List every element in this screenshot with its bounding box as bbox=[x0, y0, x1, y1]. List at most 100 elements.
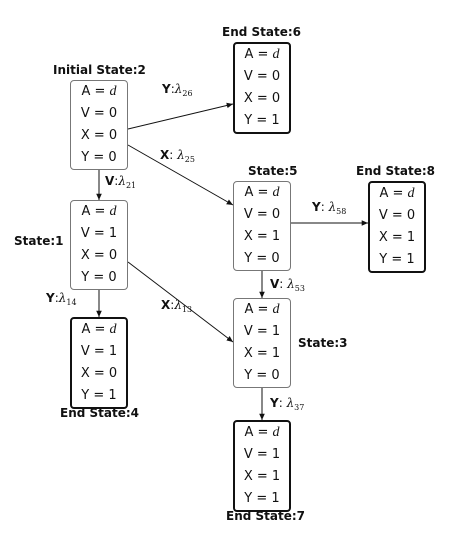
equals-sign: = bbox=[252, 113, 272, 128]
variable-value: 1 bbox=[271, 447, 281, 462]
state-variable-row: Y = 0 bbox=[234, 248, 290, 270]
variable-value: 0 bbox=[406, 208, 416, 223]
state-title-s8: End State:8 bbox=[356, 164, 436, 178]
equals-sign: = bbox=[252, 229, 272, 244]
variable-value: d bbox=[109, 84, 117, 99]
state-variable-row: Y = 1 bbox=[235, 110, 289, 132]
edge-label-s1-s4: Y:λ14 bbox=[46, 291, 77, 307]
variable-value: d bbox=[109, 204, 117, 219]
variable-name: X bbox=[243, 469, 253, 484]
variable-name: X bbox=[243, 229, 253, 244]
state-variable-row: X = 1 bbox=[235, 466, 289, 488]
edge-rate-subscript: 21 bbox=[125, 181, 137, 190]
variable-name: Y bbox=[81, 270, 90, 285]
equals-sign: = bbox=[252, 491, 272, 506]
equals-sign: = bbox=[89, 270, 109, 285]
edge-variable: Y bbox=[162, 82, 171, 96]
equals-sign: = bbox=[388, 186, 408, 201]
state-variable-row: Y = 0 bbox=[234, 365, 290, 387]
variable-name: X bbox=[80, 366, 90, 381]
variable-name: V bbox=[80, 226, 90, 241]
equals-sign: = bbox=[89, 366, 109, 381]
state-variable-row: V = 0 bbox=[370, 205, 424, 227]
equals-sign: = bbox=[253, 185, 273, 200]
edge-rate: λ bbox=[174, 82, 183, 96]
state-variable-row: Y = 1 bbox=[72, 385, 126, 407]
edge-variable: X bbox=[160, 148, 170, 162]
variable-name: A bbox=[244, 425, 254, 440]
variable-value: d bbox=[272, 302, 280, 317]
equals-sign: = bbox=[253, 425, 273, 440]
edge-label-s1-s3: X:λ13 bbox=[161, 298, 192, 314]
state-variable-row: X = 1 bbox=[234, 343, 290, 365]
state-variable-row: V = 0 bbox=[71, 103, 127, 125]
variable-value: 1 bbox=[108, 226, 118, 241]
edge-variable: V bbox=[105, 174, 115, 188]
edge-rate-subscript: 25 bbox=[184, 155, 195, 164]
equals-sign: = bbox=[89, 150, 109, 165]
equals-sign: = bbox=[252, 469, 272, 484]
variable-name: Y bbox=[244, 113, 253, 128]
equals-sign: = bbox=[89, 226, 109, 241]
edge-rate-subscript: 14 bbox=[66, 298, 77, 307]
variable-value: 1 bbox=[271, 346, 281, 361]
equals-sign: = bbox=[90, 322, 110, 337]
edge-separator: : bbox=[320, 200, 329, 214]
state-variable-row: V = 1 bbox=[234, 321, 290, 343]
variable-value: 1 bbox=[108, 388, 117, 403]
state-variable-row: V = 0 bbox=[235, 66, 289, 88]
variable-value: d bbox=[272, 425, 280, 440]
state-variable-row: A = d bbox=[234, 182, 290, 204]
edge-rate-subscript: 26 bbox=[182, 89, 193, 98]
variable-value: 1 bbox=[271, 491, 280, 506]
state-variable-row: X = 0 bbox=[72, 363, 126, 385]
state-title-s1: State:1 bbox=[14, 234, 64, 248]
state-title-s6: End State:6 bbox=[222, 25, 302, 39]
variable-value: 0 bbox=[108, 128, 118, 143]
variable-value: 0 bbox=[108, 366, 118, 381]
state-variable-row: A = d bbox=[235, 44, 289, 66]
equals-sign: = bbox=[89, 344, 109, 359]
state-variable-row: V = 1 bbox=[72, 341, 126, 363]
state-title-s2: Initial State:2 bbox=[53, 63, 146, 77]
edge-rate: λ bbox=[58, 291, 67, 305]
edge-separator: : bbox=[170, 82, 175, 96]
variable-name: X bbox=[80, 128, 90, 143]
variable-name: A bbox=[81, 204, 91, 219]
edge-s1-s3 bbox=[127, 261, 234, 343]
equals-sign: = bbox=[252, 207, 272, 222]
equals-sign: = bbox=[387, 230, 407, 245]
edge-separator: : bbox=[54, 291, 59, 305]
variable-name: A bbox=[81, 84, 91, 99]
variable-value: d bbox=[407, 186, 415, 201]
equals-sign: = bbox=[89, 248, 109, 263]
edge-label-s2-s6: Y:λ26 bbox=[162, 82, 193, 98]
edge-separator: : bbox=[278, 396, 287, 410]
state-variable-row: V = 1 bbox=[71, 223, 127, 245]
equals-sign: = bbox=[252, 324, 272, 339]
variable-value: 1 bbox=[271, 113, 280, 128]
edge-rate: λ bbox=[177, 148, 185, 162]
variable-value: 0 bbox=[108, 106, 118, 121]
variable-name: V bbox=[80, 344, 90, 359]
state-variable-row: A = d bbox=[234, 299, 290, 321]
edge-separator: : bbox=[279, 277, 288, 291]
variable-value: 1 bbox=[271, 229, 281, 244]
state-variable-row: X = 0 bbox=[71, 125, 127, 147]
variable-value: 0 bbox=[271, 207, 281, 222]
equals-sign: = bbox=[89, 388, 109, 403]
state-variable-row: A = d bbox=[235, 422, 289, 444]
equals-sign: = bbox=[252, 69, 272, 84]
edge-label-s5-s3: V: λ53 bbox=[270, 277, 305, 293]
equals-sign: = bbox=[253, 47, 273, 62]
state-variable-row: A = d bbox=[72, 319, 126, 341]
edge-label-s2-s5: X: λ25 bbox=[160, 148, 195, 164]
equals-sign: = bbox=[89, 106, 109, 121]
